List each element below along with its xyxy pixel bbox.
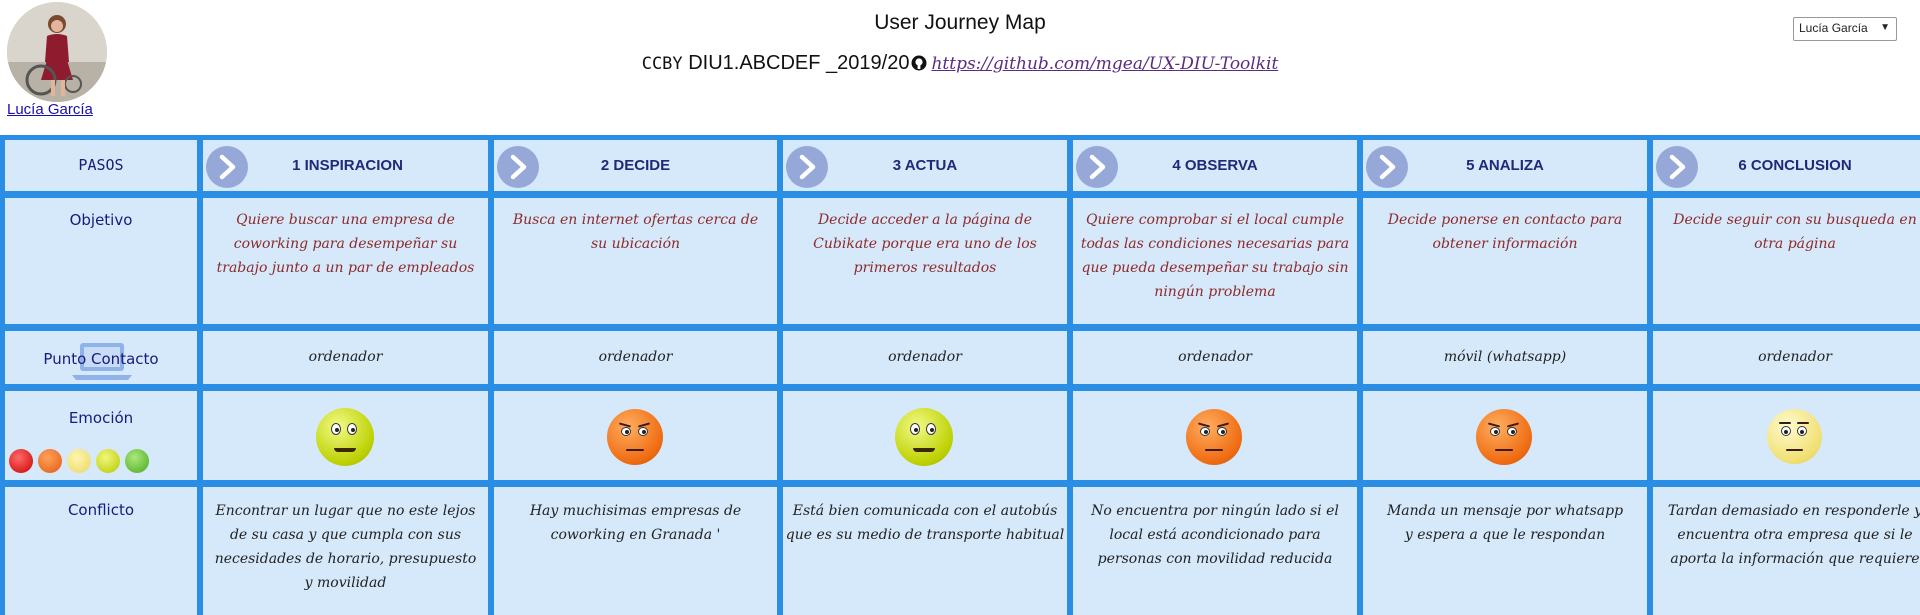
contact-cell-4: ordenador [1073,331,1357,384]
very-happy-face-icon [125,449,149,473]
emotion-scale [9,449,159,473]
step-header-4: 4 OBSERVA [1073,140,1357,191]
row-label-objetivo: Objetivo [5,198,197,324]
objective-text-6: Decide seguir con su busqueda en otra pá… [1673,212,1917,252]
row-label-emocion: Emoción [5,391,197,480]
emotion-cell-1 [203,391,488,480]
objective-cell-6: Decide seguir con su busqueda en otra pá… [1653,198,1920,324]
step-header-1: 1 INSPIRACION [203,140,488,191]
conflict-cell-1: Encontrar un lugar que no este lejos de … [203,487,488,615]
person-wheelchair-photo [7,2,107,102]
angry-face-icon [607,409,663,465]
emotion-cell-3 [783,391,1067,480]
objective-cell-3: Decide acceder a la página de Cubikate p… [783,198,1067,324]
objective-cell-2: Busca en internet ofertas cerca de su ub… [494,198,777,324]
objective-cell-4: Quiere comprobar si el local cumple toda… [1073,198,1357,324]
row-label-conflicto-text: Conflicto [67,501,135,519]
chevron-right-icon [497,146,539,188]
conflict-cell-4: No encuentra por ningún lado si el local… [1073,487,1357,615]
emotion-cell-6 [1653,391,1920,480]
github-icon [911,55,927,71]
license-line: CCBY DIU1.ABCDEF _2019/20 https://github.… [0,52,1920,75]
chevron-down-icon: ▼ [1880,22,1890,33]
step-header-6: 6 CONCLUSION [1653,140,1920,191]
user-avatar [7,2,107,102]
step-label: 4 OBSERVA [1172,157,1258,174]
chevron-right-icon [1076,146,1118,188]
author-name-link[interactable]: Lucía García [7,101,93,118]
angry-face-icon [1186,409,1242,465]
conflict-text-6: Tardan demasiado en responderle y encuen… [1667,503,1920,567]
step-header-5: 5 ANALIZA [1363,140,1647,191]
step-header-2: 2 DECIDE [494,140,777,191]
neutral-face-icon [67,449,91,473]
conflict-cell-3: Está bien comunicada con el autobús que … [783,487,1067,615]
chevron-right-icon [1366,146,1408,188]
row-label-emocion-text: Emoción [68,409,134,427]
emotion-cell-5 [1363,391,1647,480]
happy-face-icon [316,408,374,466]
chevron-right-icon [1656,146,1698,188]
step-label: 5 ANALIZA [1466,157,1544,174]
contact-cell-1: ordenador [203,331,488,384]
chevron-right-icon [786,146,828,188]
step-label: 1 INSPIRACION [292,157,403,174]
emotion-cell-4 [1073,391,1357,480]
user-select-value: Lucía García [1799,21,1868,35]
happy-face-icon [895,408,953,466]
contact-cell-6: ordenador [1653,331,1920,384]
step-label: 3 ACTUA [892,157,958,174]
angry-face-icon [38,449,62,473]
chevron-right-icon [206,146,248,188]
step-label: 6 CONCLUSION [1738,157,1852,174]
objective-cell-1: Quiere buscar una empresa de coworking p… [203,198,488,324]
page-title: User Journey Map [874,11,1046,34]
conflict-cell-2: Hay muchisimas empresas de coworking en … [494,487,777,615]
repo-link[interactable]: https://github.com/mgea/UX-DIU-Toolkit [931,54,1279,74]
contact-cell-5: móvil (whatsapp) [1363,331,1647,384]
user-select[interactable]: Lucía García ▼ [1793,17,1897,41]
journey-map-grid: PASOS Objetivo Punto Contacto Emoción Co… [0,135,1920,615]
row-label-conflicto: Conflicto [5,487,197,615]
conflict-cell-6: Tardan demasiado en responderle y encuen… [1653,487,1920,615]
happy-face-icon [96,449,120,473]
row-label-punto-contacto-text: Punto Contacto [43,350,159,368]
laptop-icon [72,343,132,380]
conflict-cell-5: Manda un mensaje por whatsapp y espera a… [1363,487,1647,615]
emotion-cell-2 [494,391,777,480]
row-label-pasos: PASOS [5,140,197,191]
contact-text-6: ordenador [1758,349,1832,365]
row-label-punto-contacto: Punto Contacto [5,331,197,384]
angry-face-icon [1476,409,1532,465]
neutral-face-icon [1767,409,1822,464]
step-label: 2 DECIDE [600,157,671,174]
license-label: CCBY [641,54,683,74]
row-label-objetivo-text: Objetivo [69,211,133,229]
contact-cell-2: ordenador [494,331,777,384]
row-label-pasos-text: PASOS [78,156,124,174]
course-code: DIU1.ABCDEF _2019/20 [688,52,910,74]
step-header-3: 3 ACTUA [783,140,1067,191]
very-sad-face-icon [9,449,33,473]
contact-cell-3: ordenador [783,331,1067,384]
objective-cell-5: Decide ponerse en contacto para obtener … [1363,198,1647,324]
